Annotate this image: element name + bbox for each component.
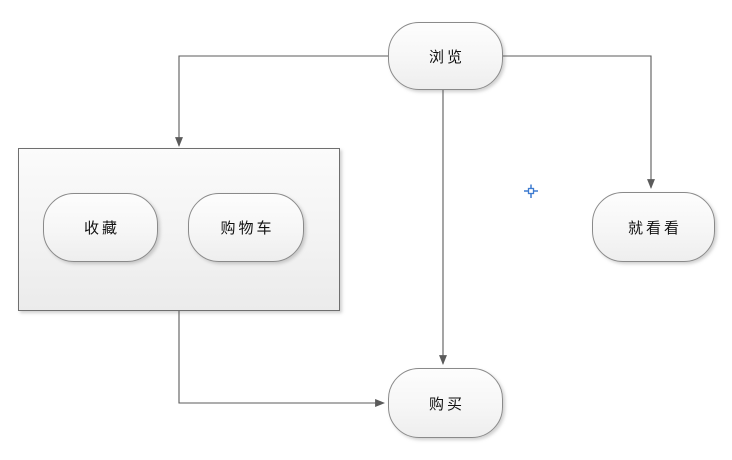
crosshair-cursor <box>524 184 538 198</box>
node-favorite-label: 收藏 <box>83 219 120 237</box>
node-just-look-label: 就看看 <box>627 218 682 237</box>
node-browse[interactable]: 浏览 <box>388 22 503 90</box>
node-cart[interactable]: 购物车 <box>188 193 304 262</box>
node-buy[interactable]: 购买 <box>388 368 503 438</box>
node-buy-label: 购买 <box>428 394 465 413</box>
node-just-look[interactable]: 就看看 <box>592 192 715 262</box>
node-browse-label: 浏览 <box>428 47 465 66</box>
connector-browse-to-just-look[interactable] <box>503 55 655 189</box>
node-cart-label: 购物车 <box>220 219 275 237</box>
connector-group-to-buy[interactable] <box>178 311 385 407</box>
node-favorite[interactable]: 收藏 <box>43 193 158 262</box>
connector-browse-to-group[interactable] <box>175 55 388 147</box>
